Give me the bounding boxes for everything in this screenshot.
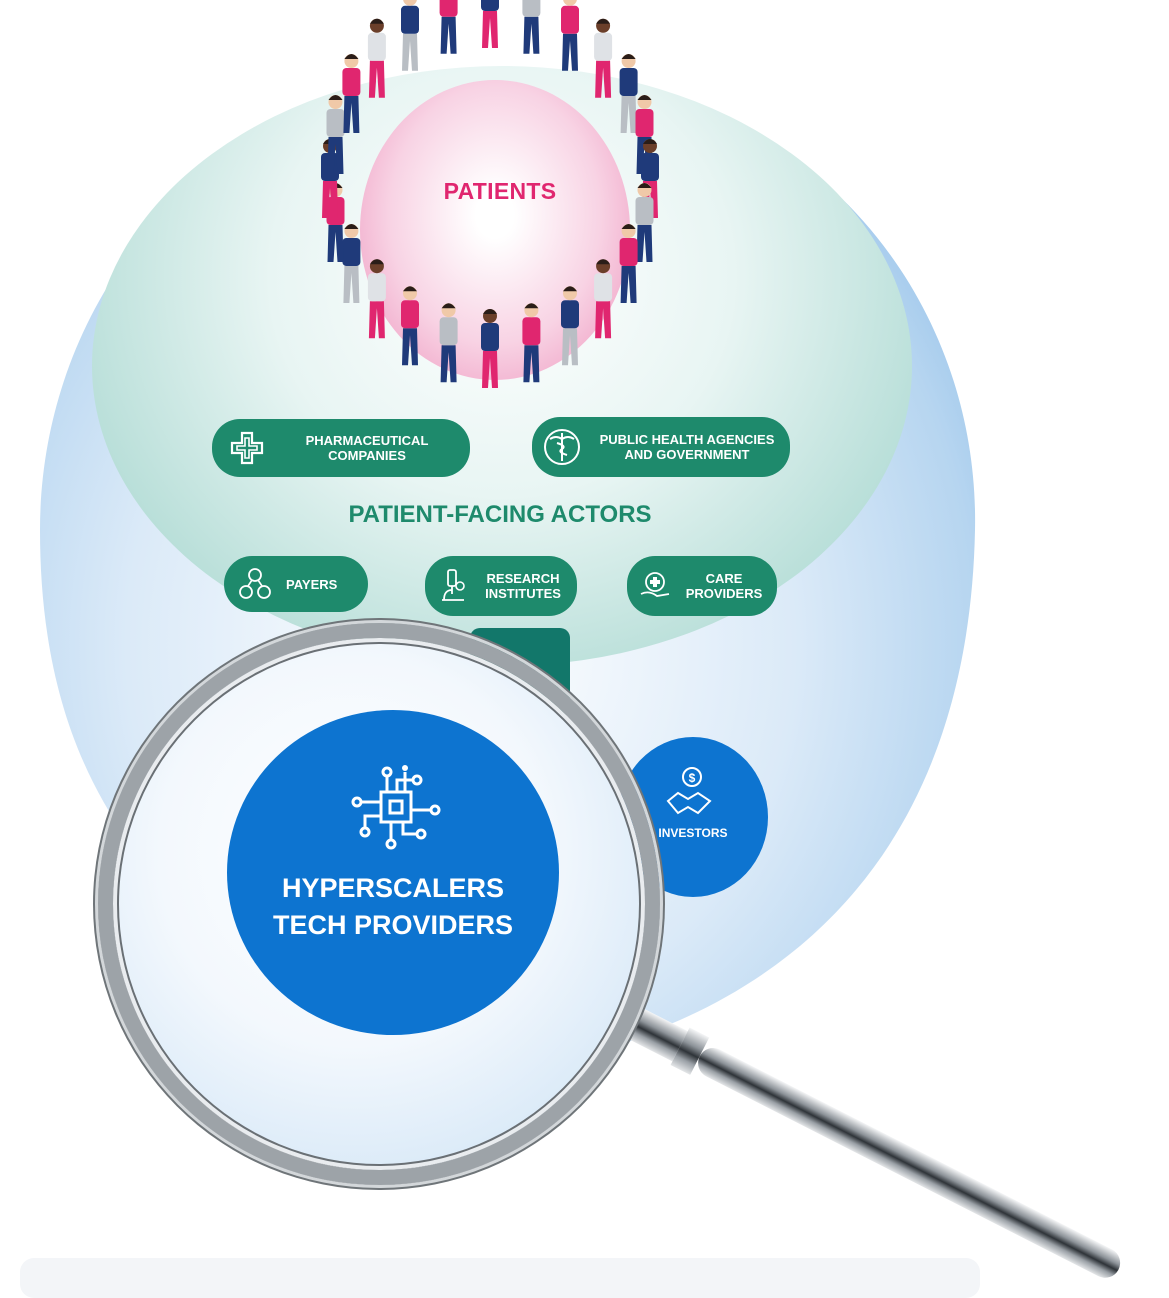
patients-crowd-illustration (321, 0, 659, 388)
research-label: RESEARCH INSTITUTES (485, 571, 561, 601)
person-figure (619, 54, 638, 133)
patient-facing-actors-title: PATIENT-FACING ACTORS (348, 501, 652, 528)
person-figure (367, 259, 386, 339)
person-figure (342, 54, 361, 133)
pharma-label: PHARMACEUTICAL COMPANIES (305, 433, 429, 463)
person-figure (326, 95, 345, 174)
handshake-dollar-icon: $ (662, 765, 718, 826)
bottom-panel (20, 1258, 980, 1298)
person-figure (401, 286, 419, 366)
microscope-icon (425, 566, 479, 606)
person-figure (561, 286, 579, 366)
person-figure (594, 18, 613, 98)
actor-payers[interactable]: PAYERS (224, 556, 368, 612)
person-figure (619, 224, 638, 303)
patients-label: PATIENTS (443, 178, 557, 204)
svg-text:$: $ (689, 771, 696, 785)
person-figure (522, 0, 541, 54)
person-figure (439, 0, 458, 54)
actor-research-institutes[interactable]: RESEARCH INSTITUTES (425, 556, 577, 616)
public-health-label: PUBLIC HEALTH AGENCIES AND GOVERNMENT (599, 432, 775, 462)
person-figure (561, 0, 579, 71)
payers-label: PAYERS (286, 576, 338, 592)
person-figure (367, 18, 386, 98)
magnifier-handle (600, 990, 1121, 1278)
actor-care-providers[interactable]: CARE PROVIDERS (627, 556, 777, 616)
person-figure (439, 303, 458, 383)
care-hand-icon (627, 568, 683, 604)
magnifier-ring (98, 623, 660, 1185)
person-figure (481, 0, 499, 48)
person-figure (342, 224, 361, 303)
actor-public-health-agencies[interactable]: PUBLIC HEALTH AGENCIES AND GOVERNMENT (532, 417, 790, 477)
caduceus-icon (532, 427, 592, 467)
person-figure (481, 309, 499, 388)
actor-pharmaceutical-companies[interactable]: PHARMACEUTICAL COMPANIES (212, 419, 470, 477)
investors-label: INVESTORS (658, 826, 728, 840)
care-label: CARE PROVIDERS (685, 571, 763, 601)
person-figure (401, 0, 419, 71)
person-figure (635, 183, 654, 262)
plus-cross-icon (212, 430, 282, 466)
person-figure (594, 259, 613, 339)
payers-icon (224, 566, 286, 602)
person-figure (522, 303, 541, 383)
